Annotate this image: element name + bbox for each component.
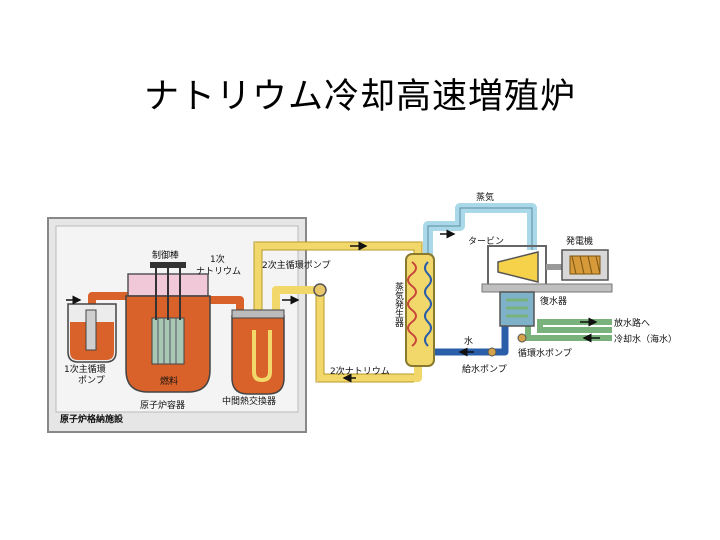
label-discharge-1: 放水路へ [614, 317, 650, 329]
flow-arrows [66, 229, 600, 383]
label-feed-pump: 給水ポンプ [462, 363, 507, 375]
cooling-water-line [537, 319, 612, 333]
secondary-pump [313, 283, 327, 297]
label-control-rod: 制御棒 [152, 249, 179, 261]
label-primary-sodium-2: ナトリウム [196, 266, 241, 277]
label-primary-pump-1: 1次主循環 [64, 363, 106, 375]
label-water: 水 [464, 335, 473, 347]
circ-pump [517, 333, 527, 343]
label-steam-generator: 蒸気発生器 [393, 281, 404, 327]
turbine-foundation [481, 283, 613, 293]
slide-title: ナトリウム冷却高速増殖炉 [143, 77, 576, 117]
label-turbine: タービン [468, 236, 504, 247]
steam-line [423, 203, 537, 258]
reactor-core [151, 317, 185, 365]
label-circ-pump: 循環水ポンプ [518, 347, 572, 359]
label-containment: 原子炉格納施設 [60, 413, 124, 425]
label-secondary-pump: 2次主循環ポンプ [262, 259, 330, 271]
turbine [497, 251, 539, 283]
steam-generator [405, 253, 435, 367]
label-fuel: 燃料 [160, 375, 178, 387]
label-condenser: 復水器 [540, 295, 567, 307]
label-steam: 蒸気 [476, 191, 494, 203]
secondary-sodium-loop [254, 242, 422, 382]
label-generator: 発電機 [566, 235, 593, 247]
label-discharge-2: 冷却水（海水） [614, 333, 677, 345]
label-reactor-vessel: 原子炉容器 [140, 399, 185, 411]
feed-pump [487, 347, 497, 357]
label-ihx: 中間熱交換器 [222, 395, 276, 407]
label-secondary-sodium: 2次ナトリウム [330, 365, 390, 377]
control-rods [155, 262, 181, 320]
label-primary-sodium-1: 1次 [210, 253, 225, 265]
ihx-vessel [231, 315, 285, 395]
label-primary-pump-2: ポンプ [78, 375, 105, 386]
